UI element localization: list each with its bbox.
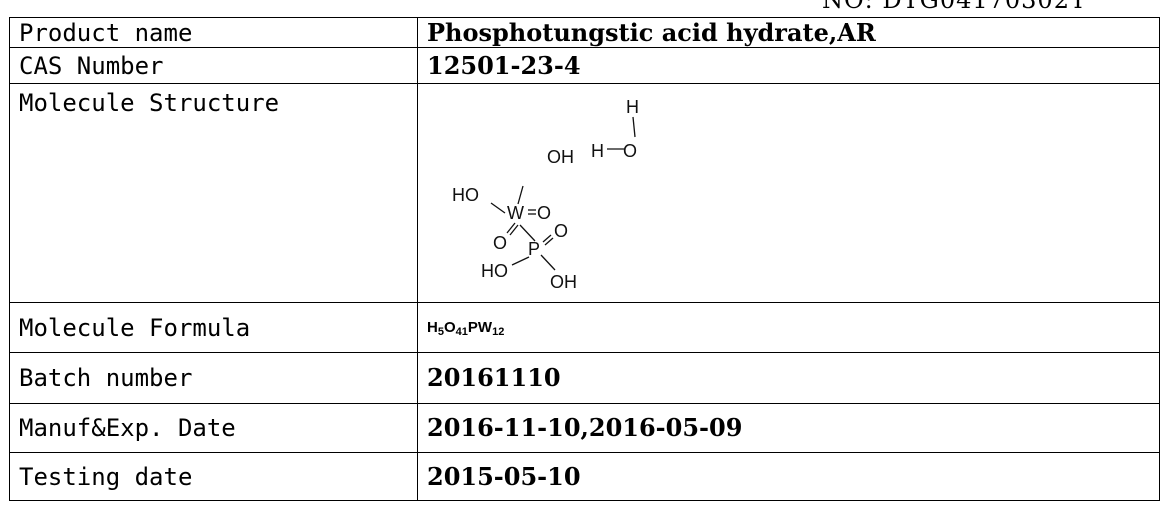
structure-group-oh: OH bbox=[550, 272, 577, 292]
label-product-name: Product name bbox=[9, 17, 418, 48]
structure-group-oh: OH bbox=[547, 147, 574, 167]
value-product-name: Phosphotungstic acid hydrate,AR bbox=[417, 17, 1160, 48]
value-batch-number: 20161110 bbox=[417, 352, 1160, 404]
structure-group-ho: HO bbox=[481, 261, 508, 281]
formula-subscript: 5 bbox=[437, 325, 444, 338]
structure-atom-h: H bbox=[591, 141, 604, 161]
document-number: NO: DTG04170302T bbox=[822, 0, 1087, 14]
table-row: Manuf&Exp. Date 2016-11-10,2016-05-09 bbox=[9, 403, 1160, 453]
label-batch-number: Batch number bbox=[9, 352, 418, 404]
product-spec-table: Product name Phosphotungstic acid hydrat… bbox=[9, 17, 1160, 501]
structure-atom-h: H bbox=[626, 97, 639, 117]
value-molecule-formula: H5O41PW12 bbox=[417, 302, 1160, 353]
formula-element: O bbox=[443, 318, 456, 336]
molecule-structure-diagram: H O H OH HO W O O P O HO OH bbox=[452, 97, 639, 292]
value-manuf-exp-date: 2016-11-10,2016-05-09 bbox=[417, 403, 1160, 453]
table-row: Testing date 2015-05-10 bbox=[9, 452, 1160, 501]
molecule-formula: H5O41PW12 bbox=[427, 318, 505, 338]
formula-element: H bbox=[427, 318, 438, 336]
table-row: Molecule Structure bbox=[9, 83, 1160, 303]
table-row: Batch number 20161110 bbox=[9, 352, 1160, 404]
molecule-structure-cell: H O H OH HO W O O P O HO OH bbox=[417, 83, 1160, 303]
formula-element: P bbox=[467, 318, 478, 336]
structure-atom-o: O bbox=[537, 203, 551, 223]
table-row: Product name Phosphotungstic acid hydrat… bbox=[9, 17, 1160, 48]
formula-element: W bbox=[477, 318, 493, 336]
structure-atom-o: O bbox=[623, 141, 637, 161]
value-cas-number: 12501-23-4 bbox=[417, 47, 1160, 84]
structure-atom-o: O bbox=[554, 221, 568, 241]
structure-atom-w: W bbox=[507, 203, 524, 223]
label-molecule-structure: Molecule Structure bbox=[9, 83, 418, 303]
formula-subscript: 41 bbox=[455, 325, 468, 338]
table-row: Molecule Formula H5O41PW12 bbox=[9, 302, 1160, 353]
formula-subscript: 12 bbox=[492, 325, 505, 338]
label-manuf-exp-date: Manuf&Exp. Date bbox=[9, 403, 418, 453]
label-testing-date: Testing date bbox=[9, 452, 418, 501]
label-cas-number: CAS Number bbox=[9, 47, 418, 84]
structure-atom-o: O bbox=[493, 233, 507, 253]
table-row: CAS Number 12501-23-4 bbox=[9, 47, 1160, 84]
structure-atom-p: P bbox=[528, 239, 540, 259]
structure-group-ho: HO bbox=[452, 185, 479, 205]
value-testing-date: 2015-05-10 bbox=[417, 452, 1160, 501]
label-molecule-formula: Molecule Formula bbox=[9, 302, 418, 353]
